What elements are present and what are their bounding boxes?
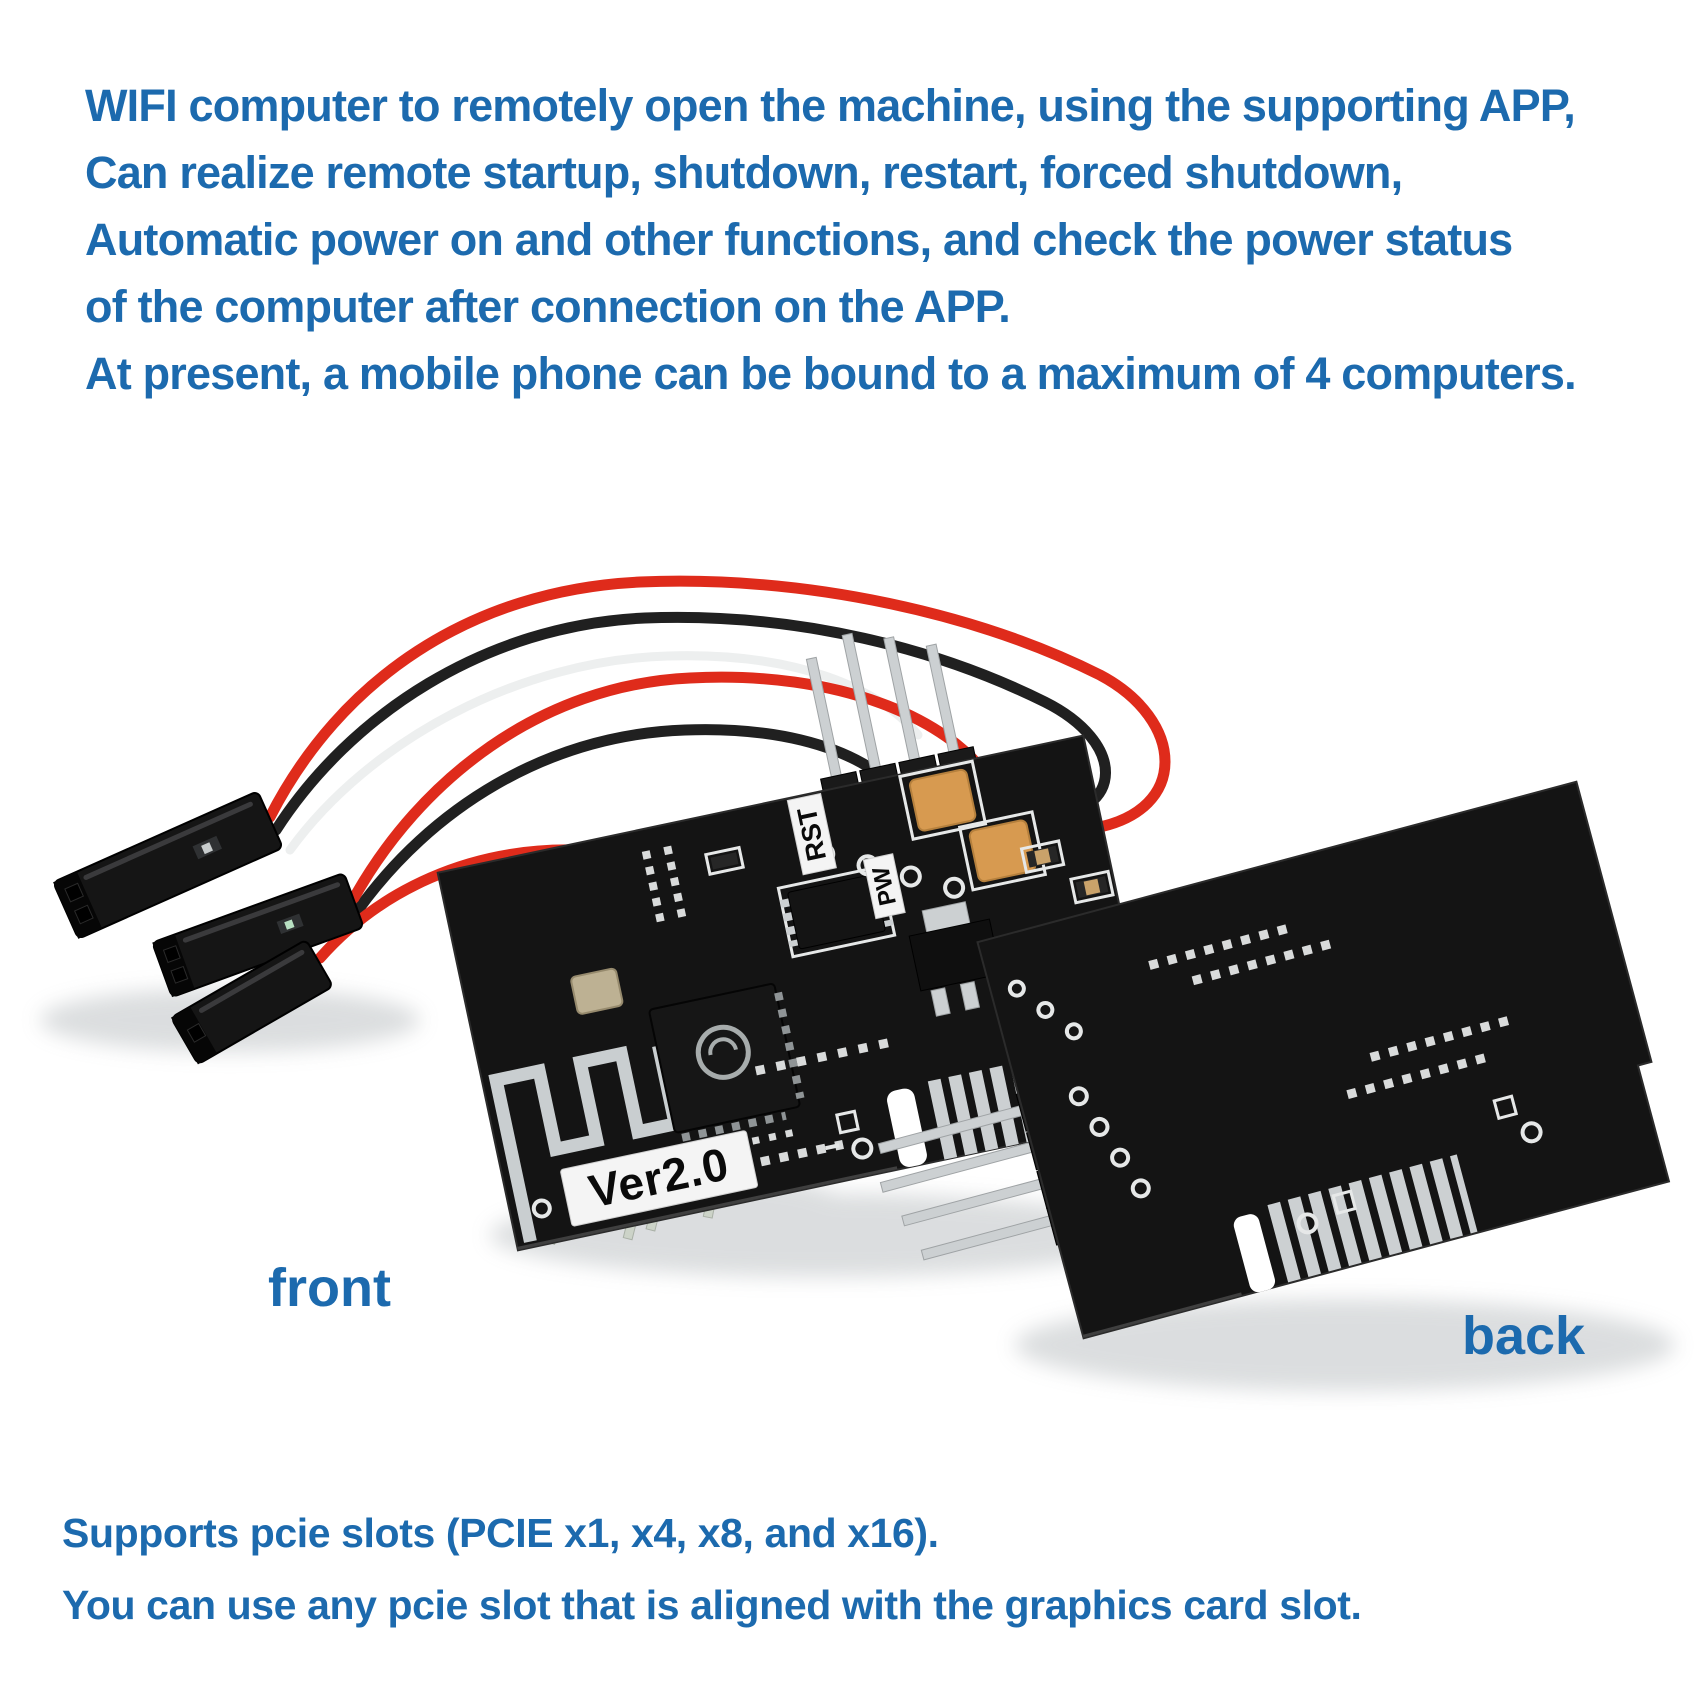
description-line: WIFI computer to remotely open the machi…	[85, 80, 1576, 131]
dupont-connector	[170, 940, 332, 1065]
front-pcb: RST PW Ver2.0	[436, 632, 1152, 1252]
footer-line: Supports pcie slots (PCIE x1, x4, x8, an…	[62, 1510, 939, 1556]
voltage-regulator	[908, 901, 1010, 1017]
through-hole-pads	[1007, 979, 1151, 1199]
pcie-slot-notch	[1233, 1214, 1276, 1293]
wifi-soc-chip	[648, 982, 805, 1159]
dupont-connector-group-left	[53, 792, 364, 1065]
crystal-oscillator	[570, 967, 624, 1015]
wifi-antenna-trace	[488, 1044, 683, 1243]
pcie-edge-fingers	[1267, 1154, 1478, 1283]
front-label: front	[268, 1258, 391, 1318]
description-line: At present, a mobile phone can be bound …	[85, 348, 1577, 399]
pw-silk-label: PW	[862, 853, 906, 920]
back-pcb-body	[976, 780, 1671, 1340]
dupont-connector	[152, 873, 364, 998]
mount-pad-circle	[1520, 1121, 1543, 1144]
tantalum-capacitors	[898, 759, 1048, 892]
back-label: back	[1462, 1306, 1586, 1366]
back-pcb	[877, 780, 1671, 1340]
description-line: Automatic power on and other functions, …	[85, 214, 1513, 265]
mount-pad-circle	[1296, 1212, 1319, 1235]
footer-text: Supports pcie slots (PCIE x1, x4, x8, an…	[62, 1497, 1662, 1641]
mount-pad-square	[835, 1109, 860, 1135]
description-line: of the computer after connection on the …	[85, 281, 1011, 332]
mount-pad-square	[1492, 1094, 1519, 1121]
description-line: Can realize remote startup, shutdown, re…	[85, 147, 1403, 198]
photo-scene: RST PW Ver2.0	[40, 575, 1675, 1391]
dupont-connector	[53, 792, 283, 939]
footer-line: You can use any pcie slot that is aligne…	[62, 1582, 1362, 1628]
mount-pad-square	[1331, 1189, 1358, 1216]
rst-silk-label: RST	[786, 792, 837, 876]
description-text: WIFI computer to remotely open the machi…	[85, 72, 1665, 407]
corner-pad	[531, 1198, 552, 1219]
mount-pad-circle	[851, 1137, 874, 1160]
chip-logo	[695, 1024, 751, 1080]
